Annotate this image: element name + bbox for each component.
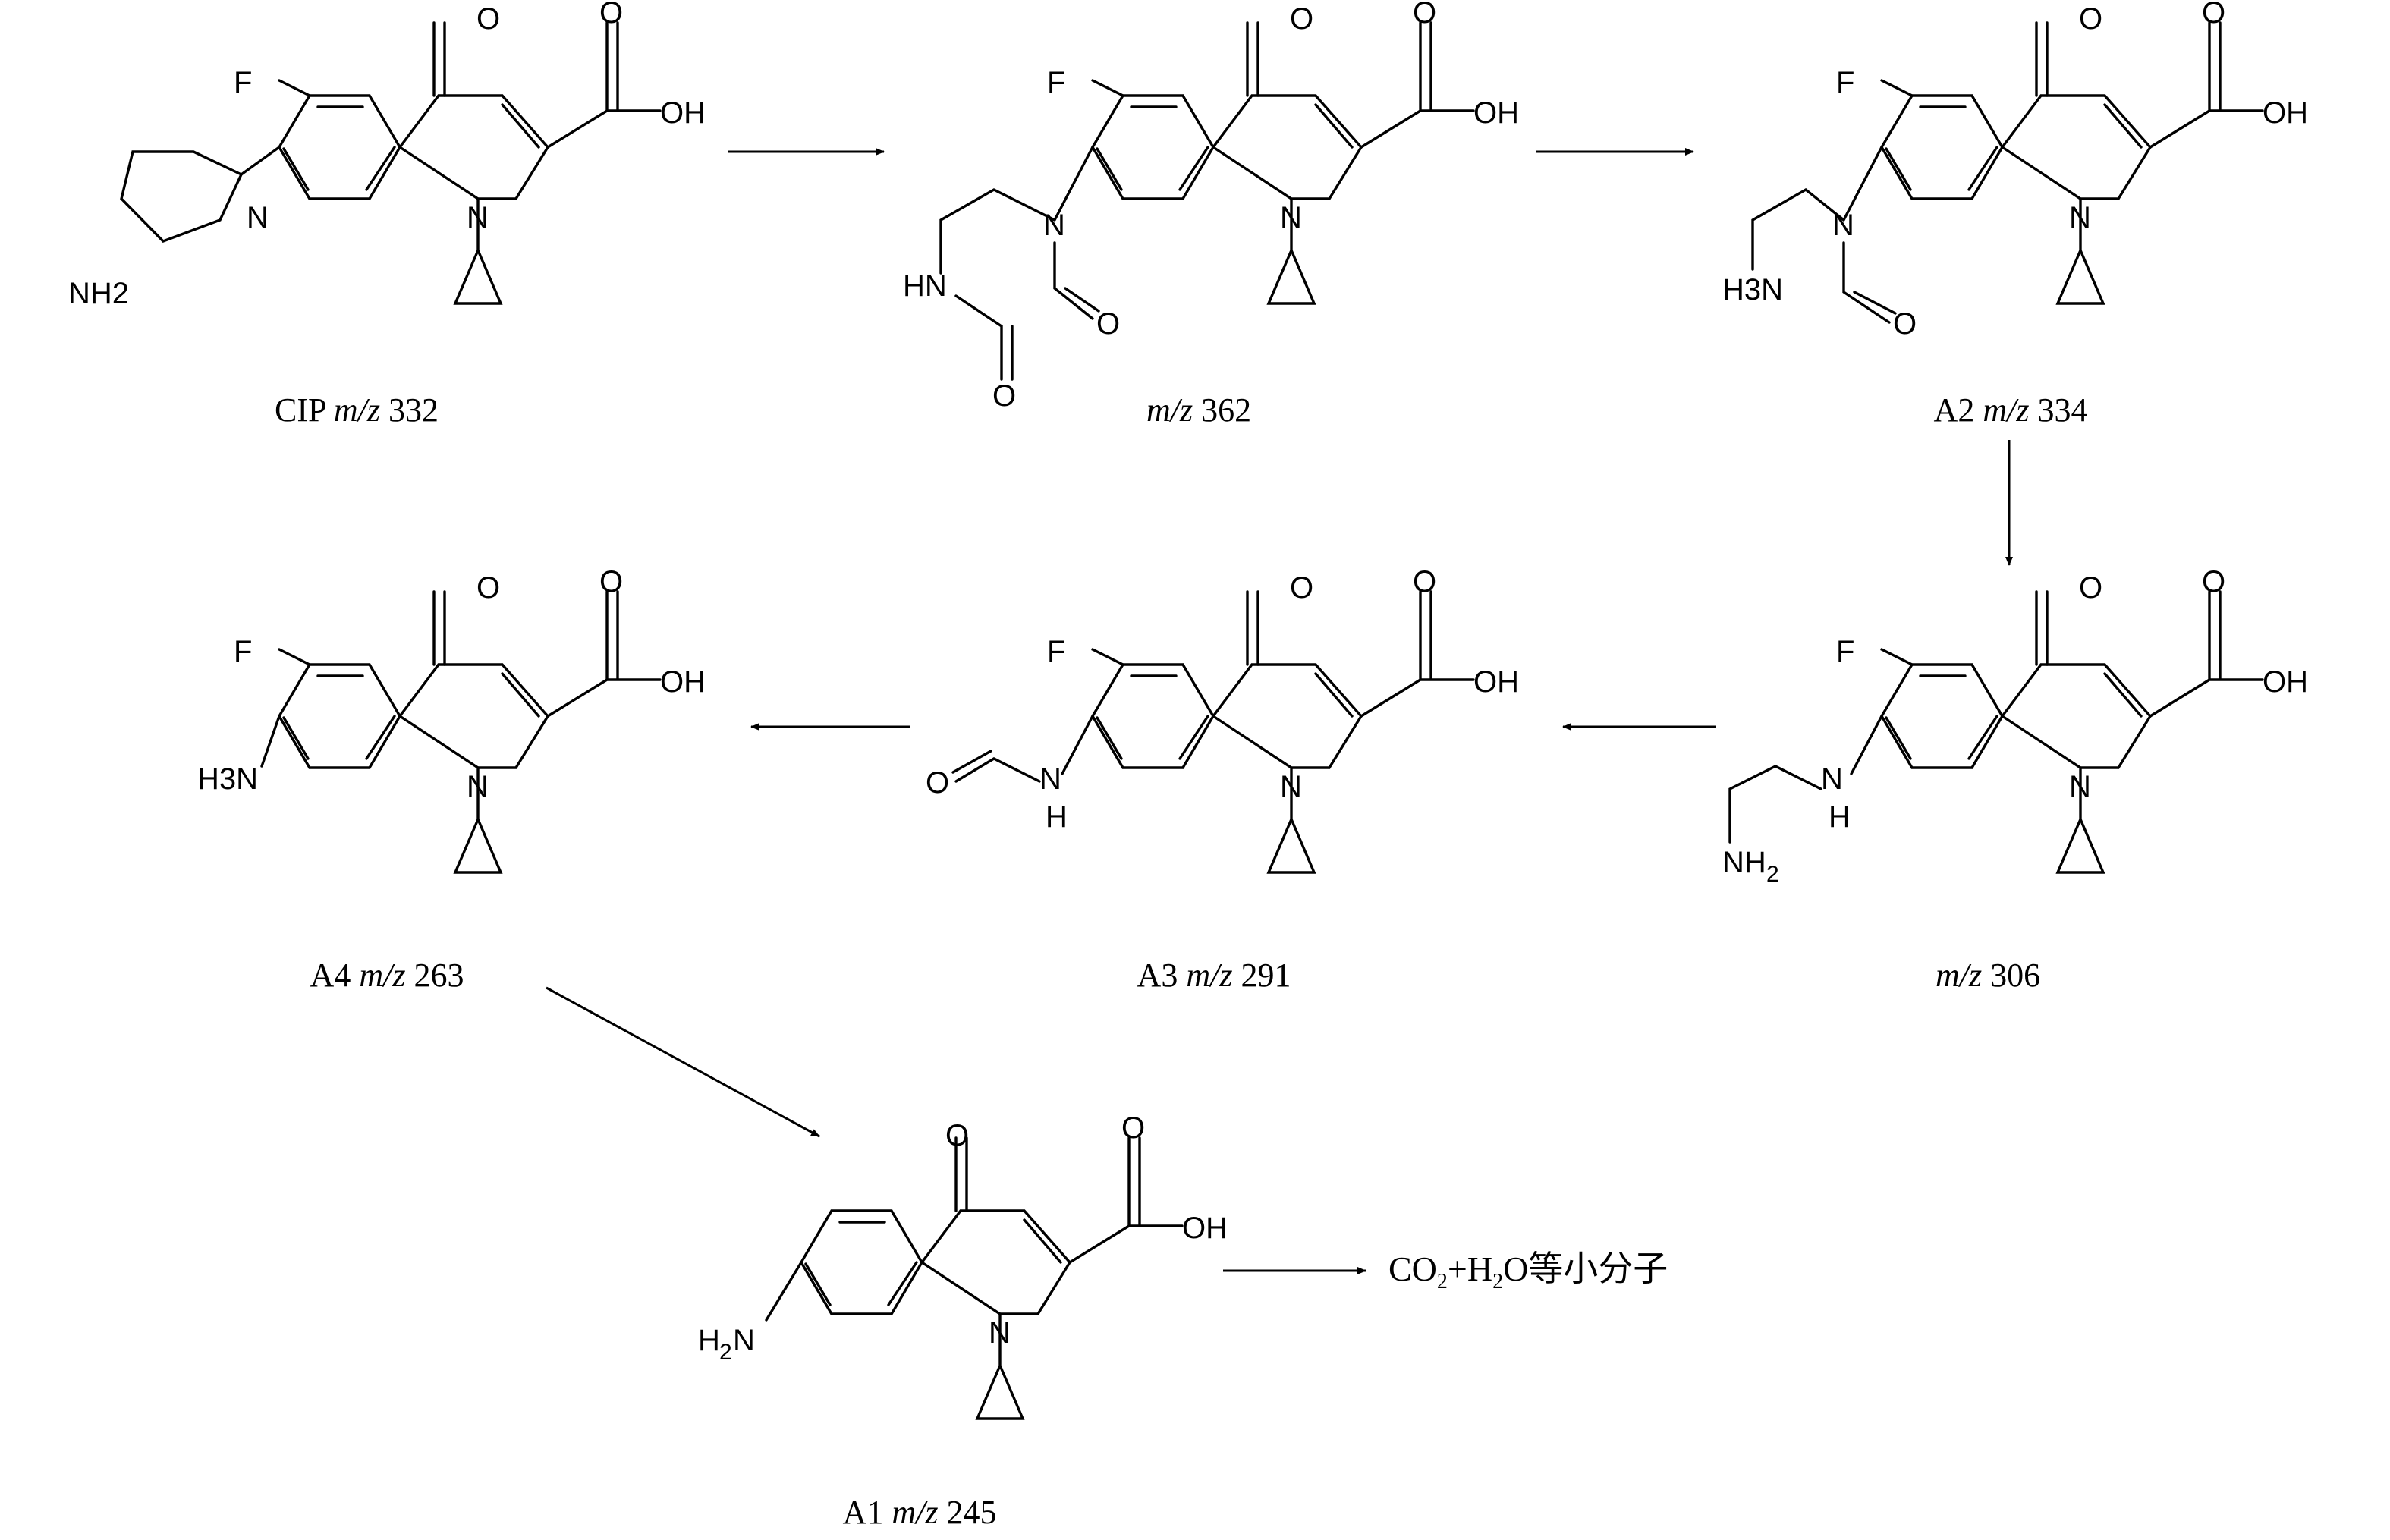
atom-n: N	[1280, 770, 1302, 803]
atom-n: N	[2069, 201, 2091, 234]
atom-o: O	[2202, 0, 2225, 30]
atom-n: N	[1832, 209, 1854, 242]
atom-o: O	[599, 565, 623, 599]
atom-f: F	[1047, 635, 1065, 668]
atom-oh: OH	[1473, 96, 1519, 130]
atom-h2n: N	[733, 1324, 755, 1357]
atom-n: N	[989, 1316, 1011, 1350]
atom-o: O	[1290, 2, 1313, 36]
atom-o: O	[2202, 565, 2225, 599]
atom-o: O	[992, 379, 1016, 413]
atom-o: O	[476, 2, 500, 36]
compound-label-a3: A3 m/z 291	[1137, 957, 1291, 994]
atom-hn: HN	[903, 269, 947, 303]
atom-oh: OH	[2263, 665, 2308, 699]
atom-labels: F O O OH N N NH2 F O O OH N N HN O O F O…	[68, 0, 2308, 1365]
atom-h: H	[1829, 800, 1851, 834]
molecule-362	[939, 21, 1475, 381]
atom-o: O	[2079, 571, 2102, 605]
compound-label-306: m/z 306	[1936, 957, 2040, 994]
atom-o: O	[1893, 307, 1917, 341]
atom-n: N	[1280, 201, 1302, 234]
atom-f: F	[1047, 66, 1065, 99]
molecule-cip	[120, 21, 662, 305]
atom-n: N	[467, 201, 489, 234]
atom-nh2: NH	[1722, 846, 1766, 879]
molecule-306	[1728, 590, 2264, 874]
atom-o: O	[599, 0, 623, 30]
atom-sub: 2	[1766, 862, 1779, 887]
arrow-a4-to-a1	[546, 986, 820, 1138]
compound-label-a1: A1 m/z 245	[843, 1494, 997, 1531]
atom-o: O	[1121, 1111, 1145, 1145]
atom-o: O	[2079, 2, 2102, 36]
atom-oh: OH	[660, 96, 706, 130]
atom-n: N	[1043, 209, 1065, 242]
atom-h: H	[1046, 800, 1068, 834]
atom-oh: OH	[660, 665, 706, 699]
atom-f: F	[234, 66, 252, 99]
atom-n: N	[467, 770, 489, 803]
compound-label-cip: CIP m/z 332	[275, 391, 439, 429]
compound-label-362: m/z 362	[1146, 391, 1251, 429]
atom-oh: OH	[1473, 665, 1519, 699]
molecule-a3	[951, 590, 1475, 874]
atom-h3n: H3N	[197, 762, 258, 796]
molecule-a4	[260, 590, 662, 874]
atom-o: O	[1413, 565, 1436, 599]
atom-f: F	[1836, 635, 1854, 668]
atom-oh: OH	[2263, 96, 2308, 130]
molecule-a2	[1751, 21, 2264, 324]
atom-oh: OH	[1182, 1212, 1228, 1245]
atom-sub: 2	[719, 1340, 732, 1365]
atom-h2n: H	[698, 1324, 720, 1357]
atom-o: O	[1290, 571, 1313, 605]
final-products-text: CO2+H2O等小分子	[1388, 1249, 1668, 1293]
compound-label-a4: A4 m/z 263	[310, 957, 464, 994]
atom-nh: N	[1039, 762, 1061, 796]
atom-h3n: H3N	[1722, 273, 1783, 306]
reaction-arrows	[546, 148, 2013, 1274]
atom-f: F	[1836, 66, 1854, 99]
atom-f: F	[234, 635, 252, 668]
atom-n: N	[247, 201, 269, 234]
molecule-a1	[765, 1136, 1184, 1420]
atom-nh: N	[1821, 762, 1843, 796]
compound-label-a2: A2 m/z 334	[1934, 391, 2088, 429]
compound-labels: CIP m/z 332 m/z 362 A2 m/z 334 m/z 306 A…	[275, 391, 2087, 1531]
atom-o: O	[476, 571, 500, 605]
atom-o: O	[1413, 0, 1436, 30]
atom-nh2: NH2	[68, 277, 129, 310]
atom-o: O	[1096, 307, 1120, 341]
atom-n: N	[2069, 770, 2091, 803]
atom-o: O	[926, 766, 949, 800]
atom-o: O	[945, 1119, 969, 1152]
